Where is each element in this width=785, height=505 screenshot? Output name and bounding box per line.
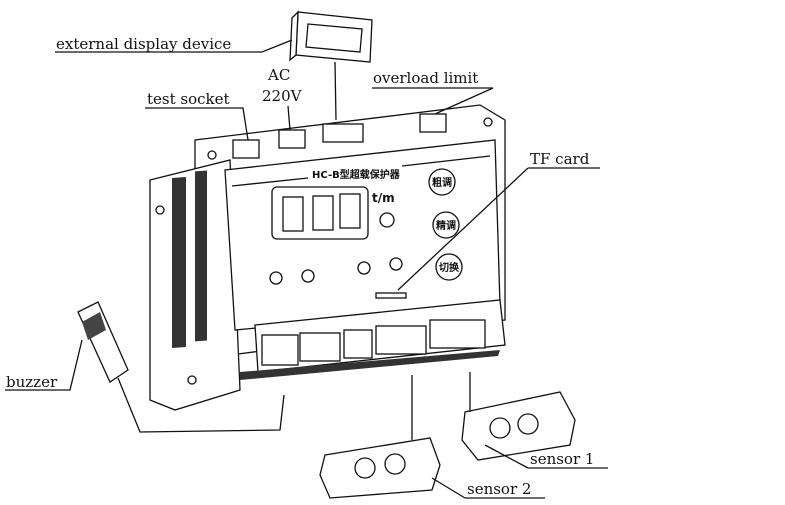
label-voltage: 220V (262, 87, 303, 105)
bottom-terminals (240, 299, 506, 380)
tf-card-slot (375, 292, 407, 299)
external-display-device (289, 10, 373, 121)
top-connectors (232, 113, 447, 159)
label-tf-card: TF card (530, 150, 590, 168)
svg-text:精调: 精调 (436, 219, 456, 232)
svg-text:切换: 切换 (439, 261, 460, 274)
buzzer (77, 301, 285, 433)
sensor-2 (319, 375, 441, 499)
label-ac: AC (267, 66, 290, 84)
vent-grille-left (172, 170, 207, 348)
label-buzzer: buzzer (6, 373, 58, 391)
sensor-1 (461, 372, 576, 461)
switch-button[interactable]: 切换 (435, 253, 463, 281)
seven-segment-display (271, 186, 369, 240)
label-sensor-1: sensor 1 (530, 450, 594, 468)
unit-label: t/m (372, 191, 395, 205)
label-external-display: external display device (56, 35, 231, 53)
panel-title: HC-B型超载保护器 (312, 168, 401, 181)
coarse-adjust-button[interactable]: 粗调 (428, 168, 456, 196)
label-sensor-2: sensor 2 (467, 480, 531, 498)
indicator-led (379, 212, 395, 228)
label-overload-limit: overload limit (373, 69, 478, 87)
fine-adjust-button[interactable]: 精调 (432, 211, 460, 239)
device-body: HC-B型超载保护器 t/m 粗调 精调 切换 (149, 104, 506, 411)
svg-text:粗调: 粗调 (432, 176, 452, 189)
label-test-socket: test socket (147, 90, 230, 108)
